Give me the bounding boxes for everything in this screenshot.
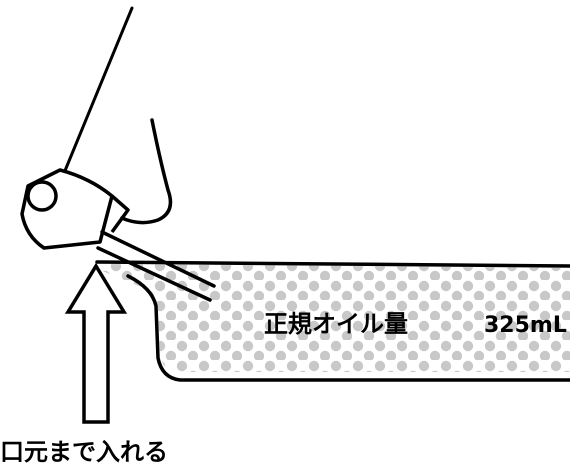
oil-volume-label: 325mL	[484, 313, 567, 338]
oil-amount-label: 正規オイル量	[264, 310, 408, 338]
bottle-neck	[110, 194, 130, 234]
bottle-cap-icon	[26, 180, 58, 212]
oil-bottle	[20, 168, 216, 302]
hose-line	[60, 6, 134, 180]
instruction-label: 口元まで入れる	[0, 438, 168, 466]
nozzle	[96, 230, 216, 302]
tank-wall	[126, 274, 570, 382]
up-arrow-icon	[64, 262, 128, 424]
funnel-curve	[120, 118, 173, 225]
tank-outline	[95, 260, 570, 268]
oil-fill-area	[100, 264, 570, 372]
